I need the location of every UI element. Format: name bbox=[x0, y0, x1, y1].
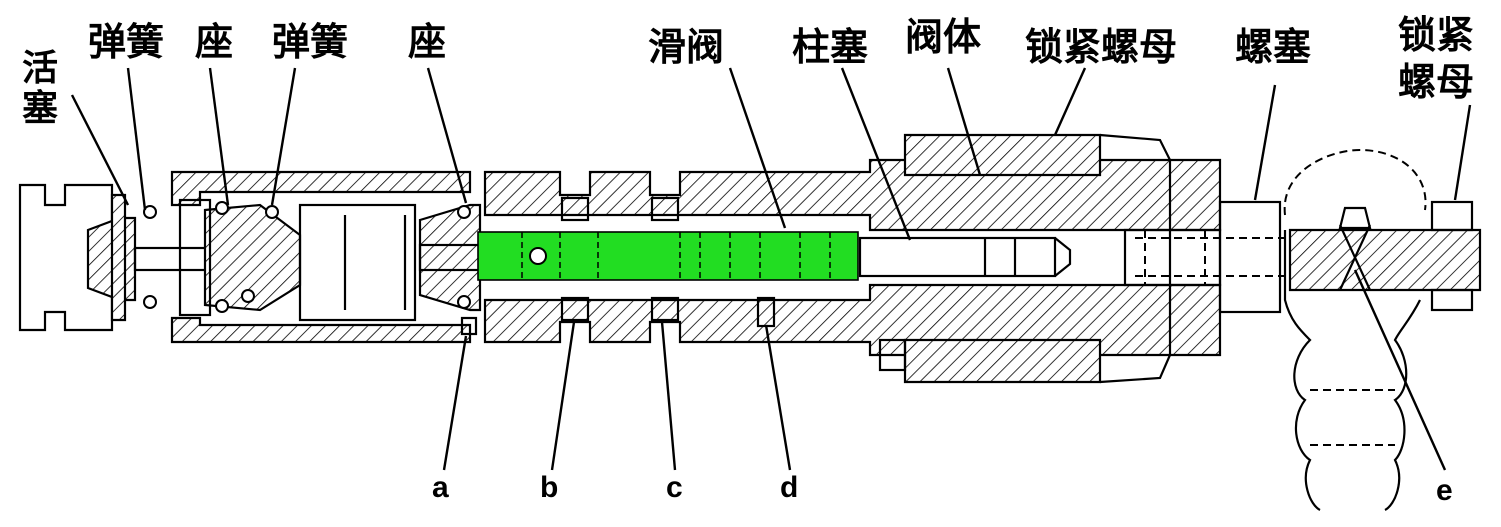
screw-plug bbox=[1218, 200, 1282, 314]
label-spring-2: 弹簧 bbox=[272, 20, 348, 64]
label-lock-nut-2-line1: 锁紧 bbox=[1398, 13, 1474, 57]
spring-2-chamber bbox=[298, 203, 417, 322]
label-seat-1: 座 bbox=[195, 20, 233, 64]
seat-2 bbox=[418, 203, 482, 336]
label-screw-plug: 螺塞 bbox=[1235, 25, 1311, 69]
label-spool: 滑阀 bbox=[648, 25, 724, 69]
label-lock-nut-2-line2: 螺母 bbox=[1398, 60, 1474, 104]
leader-lines bbox=[70, 67, 1472, 471]
spool bbox=[477, 231, 859, 281]
left-end-cap bbox=[18, 183, 114, 332]
plunger bbox=[858, 236, 1072, 278]
port-label-c: c bbox=[666, 471, 683, 504]
port-label-a: a bbox=[432, 471, 449, 504]
port-labels: a b c d e bbox=[432, 471, 1453, 507]
label-piston-line2: 塞 bbox=[22, 88, 58, 129]
label-lock-nut-1: 锁紧螺母 bbox=[1025, 25, 1177, 69]
lock-nut-1 bbox=[878, 133, 1172, 384]
label-valve-body: 阀体 bbox=[905, 15, 981, 59]
label-seat-2: 座 bbox=[408, 20, 446, 64]
label-piston-line1: 活 bbox=[22, 48, 58, 89]
port-label-b: b bbox=[540, 471, 558, 504]
piston bbox=[86, 193, 252, 322]
component-labels: 活 塞 弹簧 座 弹簧 座 滑阀 柱塞 阀体 锁紧螺母 螺塞 锁紧 螺母 bbox=[22, 13, 1474, 129]
label-plunger: 柱塞 bbox=[792, 25, 868, 69]
port-label-d: d bbox=[780, 471, 798, 504]
port-label-e: e bbox=[1436, 474, 1453, 507]
valve-body bbox=[483, 158, 1222, 357]
threaded-screw bbox=[1123, 228, 1290, 287]
right-fitting bbox=[1283, 148, 1482, 511]
label-spring-1: 弹簧 bbox=[88, 20, 164, 64]
